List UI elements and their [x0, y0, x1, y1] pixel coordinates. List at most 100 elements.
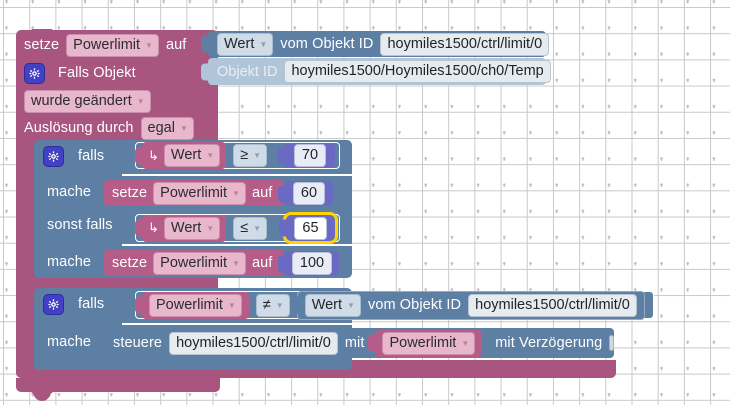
- compare-block-3[interactable]: Powerlimit ▼ ≠ ▼ Wert ▼ vom Objekt ID ho…: [135, 290, 654, 320]
- label-setze: setze: [24, 37, 60, 53]
- chevron-down-icon: ▼: [136, 96, 145, 106]
- label-ausloesung-durch: Auslösung durch: [24, 120, 134, 136]
- label-auf: auf: [251, 185, 273, 201]
- delay-checkbox[interactable]: [609, 335, 614, 351]
- label-vom-objekt-id: vom Objekt ID: [280, 36, 374, 52]
- gear-icon[interactable]: [24, 62, 45, 84]
- label-auf: auf: [251, 255, 273, 271]
- label-mit-verzoegerung: mit Verzögerung: [495, 335, 603, 351]
- set-variable-row[interactable]: setze Powerlimit ▼ auf: [16, 32, 186, 58]
- changed-dropdown-row[interactable]: wurde geändert ▼: [16, 88, 151, 114]
- label-falls-objekt: Falls Objekt: [58, 65, 136, 81]
- value-plug: [135, 296, 143, 314]
- falls-objekt-header[interactable]: Falls Objekt: [16, 60, 136, 86]
- trigger-by-row[interactable]: Auslösung durch egal ▼: [16, 115, 194, 141]
- changed-dropdown[interactable]: wurde geändert ▼: [24, 89, 151, 113]
- value-plug: [279, 219, 287, 237]
- get-value-block-2[interactable]: Wert ▼ vom Objekt ID hoymiles1500/ctrl/l…: [290, 290, 645, 320]
- value-plug: [201, 35, 209, 53]
- trigger-object-id-block[interactable]: Objekt ID hoymiles1500/Hoymiles1500/ch0/…: [201, 58, 551, 85]
- variable-dropdown-powerlimit[interactable]: Powerlimit ▼: [66, 33, 159, 57]
- object-id-field[interactable]: hoymiles1500/ctrl/limit/0: [380, 32, 550, 56]
- object-id-field-2[interactable]: hoymiles1500/ctrl/limit/0: [468, 293, 637, 317]
- chevron-down-icon: ▼: [253, 223, 262, 233]
- chevron-down-icon: ▼: [347, 300, 355, 310]
- value-operand-block-1[interactable]: ↳ Wert ▼: [135, 142, 227, 169]
- label-steuere: steuere: [113, 335, 163, 351]
- variable-dropdown-1[interactable]: Powerlimit ▼: [153, 181, 246, 205]
- trigger-object-id-field[interactable]: hoymiles1500/Hoymiles1500/ch0/Temp: [284, 60, 551, 83]
- slot-divider: [122, 244, 352, 246]
- label-mache: mache: [47, 334, 92, 350]
- value-plug: [278, 255, 286, 272]
- number-field-60[interactable]: 60: [292, 182, 326, 205]
- variable-operand-block[interactable]: Powerlimit ▼: [135, 291, 249, 319]
- variable-dropdown-3[interactable]: Powerlimit ▼: [149, 293, 242, 317]
- operand-dropdown-1[interactable]: Wert ▼: [163, 144, 221, 167]
- label-falls: falls: [78, 296, 105, 312]
- value-type-dropdown-2[interactable]: Wert ▼: [304, 293, 361, 317]
- variable-dropdown-4[interactable]: Powerlimit ▼: [382, 331, 476, 355]
- operator-value-1: ≥: [240, 147, 249, 163]
- variable-value-1: Powerlimit: [160, 184, 228, 201]
- number-block-60[interactable]: 60: [278, 181, 333, 206]
- operator-value-3: ≠: [262, 296, 271, 313]
- else-if-label-row: sonst falls: [47, 211, 113, 239]
- trigger-by-dropdown[interactable]: egal ▼: [140, 116, 194, 140]
- chevron-down-icon: ▼: [232, 188, 240, 198]
- block-bottom-tab: [30, 392, 54, 401]
- gear-icon[interactable]: [43, 293, 64, 315]
- operator-dropdown-1[interactable]: ≥ ▼: [233, 144, 268, 167]
- number-block-70[interactable]: 70: [278, 143, 335, 168]
- number-field-65[interactable]: 65: [294, 216, 327, 240]
- control-statement-block[interactable]: steuere hoymiles1500/ctrl/limit/0 mit Po…: [104, 328, 614, 358]
- do-label-row-1: mache: [47, 178, 91, 206]
- number-block-65-selected[interactable]: 65: [279, 212, 338, 244]
- label-mache: mache: [47, 254, 92, 270]
- chevron-down-icon: ▼: [206, 151, 215, 160]
- control-object-id-field[interactable]: hoymiles1500/ctrl/limit/0: [169, 331, 338, 355]
- set-variable-block-1[interactable]: setze Powerlimit ▼ auf: [104, 180, 284, 206]
- number-field-70[interactable]: 70: [293, 144, 327, 167]
- block-top-notch: [16, 29, 76, 38]
- label-setze: setze: [112, 185, 148, 201]
- value-type-dropdown[interactable]: Wert ▼: [217, 32, 274, 56]
- number-field-100[interactable]: 100: [291, 252, 333, 275]
- value-plug: [368, 334, 377, 352]
- trigger-by-value: egal: [147, 119, 175, 136]
- if-header-row[interactable]: falls: [43, 142, 104, 170]
- value-operand-block-2[interactable]: ↳ Wert ▼: [135, 214, 227, 242]
- return-arrow-icon: ↳: [148, 220, 159, 235]
- chevron-down-icon: ▼: [232, 258, 240, 268]
- number-block-100[interactable]: 100: [278, 251, 339, 276]
- value-plug: [135, 219, 143, 237]
- value-plug: [290, 296, 299, 314]
- gear-icon[interactable]: [43, 145, 64, 167]
- variable-dropdown-value: Powerlimit: [73, 36, 141, 53]
- label-vom-objekt-id-2: vom Objekt ID: [367, 297, 462, 313]
- value-plug: [135, 147, 143, 164]
- operand-dropdown-2[interactable]: Wert ▼: [163, 216, 221, 240]
- return-arrow-icon: ↳: [148, 147, 159, 163]
- get-value-block[interactable]: Wert ▼ vom Objekt ID hoymiles1500/ctrl/l…: [201, 31, 550, 57]
- operator-value-2: ≤: [240, 219, 249, 236]
- variable-operand-block-2[interactable]: Powerlimit ▼: [368, 329, 483, 357]
- chevron-down-icon: ▼: [179, 123, 188, 133]
- chevron-down-icon: ▼: [259, 39, 268, 49]
- label-objekt-id: Objekt ID: [217, 63, 278, 80]
- do-label-row-3: mache: [47, 328, 91, 356]
- do-label-row-2: mache: [47, 248, 91, 276]
- operator-dropdown-2[interactable]: ≤ ▼: [233, 216, 268, 240]
- chevron-down-icon: ▼: [461, 338, 470, 348]
- operator-dropdown-3[interactable]: ≠ ▼: [255, 293, 290, 317]
- operand-value-1: Wert: [170, 147, 202, 163]
- set-variable-block-2[interactable]: setze Powerlimit ▼ auf: [104, 250, 284, 276]
- chevron-down-icon: ▼: [145, 40, 153, 50]
- if-header-row-2[interactable]: falls: [43, 290, 104, 318]
- value-type-value: Wert: [224, 35, 255, 52]
- variable-dropdown-2[interactable]: Powerlimit ▼: [153, 251, 246, 275]
- variable-value-3: Powerlimit: [156, 296, 223, 313]
- value-plug: [201, 63, 209, 80]
- changed-dropdown-value: wurde geändert: [31, 92, 132, 109]
